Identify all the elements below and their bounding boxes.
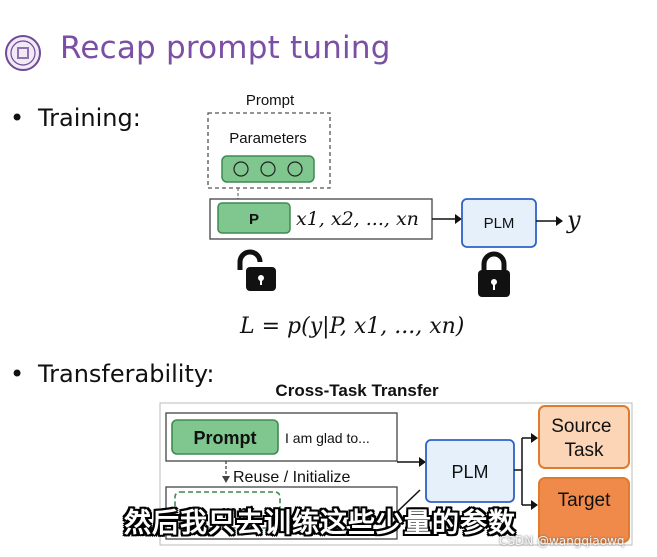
prompt-box (171, 419, 279, 455)
arrow-head-icon (419, 457, 426, 467)
parameters-label: Parameters (229, 130, 307, 147)
p-token-label: P (249, 211, 259, 228)
parameter-circle-icon (233, 161, 249, 177)
bullet-transferability-label: Transferability: (38, 360, 215, 388)
source-task-label: Source Task (551, 416, 616, 461)
input-tokens: x1, x2, ..., xn (296, 208, 419, 230)
training-diagram: Prompt Parameters P x1, x2, ..., xn PLM … (207, 92, 581, 339)
target-prompt-label: mpt (222, 502, 255, 522)
university-logo-icon (5, 35, 41, 71)
plm-box (461, 198, 537, 248)
source-task-line: Source (551, 416, 611, 437)
arrow-head-icon (455, 214, 462, 224)
plm-label: PLM (484, 215, 515, 232)
parameter-circle-icon (287, 161, 303, 177)
arrow-head-icon (556, 216, 563, 226)
bullet-transferability: • Transferability: (10, 360, 214, 388)
p-token-box (217, 202, 291, 234)
source-task-box (538, 405, 630, 469)
arrow-target-to-plm (396, 489, 421, 513)
bullet-dot-icon: • (10, 360, 25, 388)
transfer-title: Cross-Task Transfer (275, 381, 439, 400)
watermark: CSDN @wangqiaowq (499, 534, 625, 548)
input-text: I am glad to... (285, 430, 370, 446)
prompt-box-label: Prompt (194, 428, 257, 448)
target-task-label: Target (558, 490, 612, 511)
bullet-dot-icon: • (10, 104, 25, 132)
transfer-plm-box (425, 439, 515, 503)
output-y: y (566, 206, 581, 234)
arrow-head-icon (222, 476, 230, 483)
bullet-training: • Training: (10, 104, 141, 132)
transfer-plm-label: PLM (451, 462, 488, 482)
arrow-head-icon (531, 500, 538, 510)
source-task-line: Task (564, 440, 604, 461)
video-subtitle: 然后我只去训练这些少量的参数 (124, 508, 516, 539)
lock-icon (478, 251, 510, 297)
parameter-circle-icon (260, 161, 276, 177)
page-title: Recap prompt tuning (60, 30, 391, 66)
prompt-label: Prompt (246, 92, 295, 109)
loss-formula: L = p(y|P, x1, ..., xn) (239, 314, 464, 339)
target-task-box (538, 477, 630, 543)
target-prompt-box (174, 491, 281, 529)
bullet-training-label: Training: (38, 104, 141, 132)
arrow-head-icon (531, 433, 538, 443)
reuse-label: Reuse / Initialize (233, 469, 350, 486)
unlock-icon (237, 249, 276, 291)
